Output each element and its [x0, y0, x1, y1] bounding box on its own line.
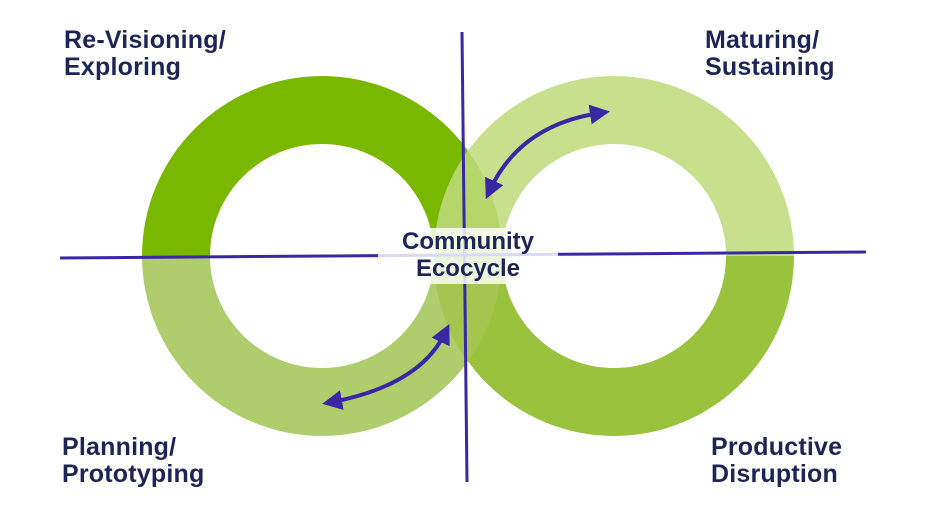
quadrant-label-maturing: Maturing/ Sustaining — [705, 26, 835, 81]
quadrant-label-disruption: Productive Disruption — [711, 433, 843, 488]
center-label-line2: Ecocycle — [415, 255, 521, 282]
loop-bottom-right-arc — [434, 256, 794, 436]
quadrant-label-revisioning: Re-Visioning/ Exploring — [64, 26, 226, 81]
quadrant-label-planning: Planning/ Prototyping — [62, 433, 205, 488]
center-label-line1: Community — [402, 228, 534, 255]
center-label: Community Ecocycle — [375, 228, 561, 282]
center-label-backdrop — [378, 228, 558, 284]
lower-double-arrow — [322, 323, 450, 410]
upper-double-arrow — [485, 104, 610, 200]
loop-top-left-arc — [142, 76, 502, 256]
